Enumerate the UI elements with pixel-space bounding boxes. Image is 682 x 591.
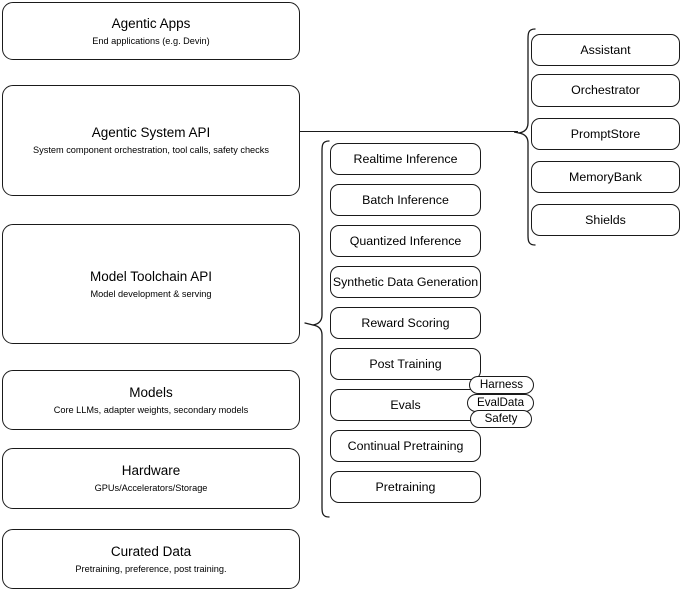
layer-title: Models xyxy=(129,384,173,400)
chip-post-training[interactable]: Post Training xyxy=(330,348,481,380)
chip-quantized-inference[interactable]: Quantized Inference xyxy=(330,225,481,257)
chip-orchestrator[interactable]: Orchestrator xyxy=(531,74,680,107)
chip-promptstore[interactable]: PromptStore xyxy=(531,118,680,150)
toolchain-brace xyxy=(304,140,330,518)
chip-shields[interactable]: Shields xyxy=(531,204,680,236)
chip-evals[interactable]: Evals xyxy=(330,389,481,421)
layer-curated-data[interactable]: Curated Data Pretraining, preference, po… xyxy=(2,529,300,589)
agentic-system-brace xyxy=(514,28,536,246)
layer-title: Curated Data xyxy=(110,543,192,559)
layer-title: Agentic System API xyxy=(91,125,211,140)
layer-agentic-system-api[interactable]: Agentic System API System component orch… xyxy=(2,85,300,196)
layer-hardware[interactable]: Hardware GPUs/Accelerators/Storage xyxy=(2,448,300,509)
chip-memorybank[interactable]: MemoryBank xyxy=(531,161,680,193)
badge-safety[interactable]: Safety xyxy=(470,410,532,428)
layer-models[interactable]: Models Core LLMs, adapter weights, secon… xyxy=(2,370,300,430)
layer-subtitle: GPUs/Accelerators/Storage xyxy=(94,483,208,493)
layer-agentic-apps[interactable]: Agentic Apps End applications (e.g. Devi… xyxy=(2,2,300,60)
layer-model-toolchain-api[interactable]: Model Toolchain API Model development & … xyxy=(2,224,300,344)
layer-title: Agentic Apps xyxy=(111,15,191,31)
connector-agentic-system-to-components xyxy=(300,131,518,133)
chip-pretraining[interactable]: Pretraining xyxy=(330,471,481,503)
chip-synthetic-data-generation[interactable]: Synthetic Data Generation xyxy=(330,266,481,298)
layer-title: Model Toolchain API xyxy=(89,268,213,284)
chip-batch-inference[interactable]: Batch Inference xyxy=(330,184,481,216)
layer-subtitle: System component orchestration, tool cal… xyxy=(33,145,269,155)
layer-subtitle: Pretraining, preference, post training. xyxy=(75,563,227,574)
layer-title: Hardware xyxy=(121,463,181,478)
badge-harness[interactable]: Harness xyxy=(469,376,534,394)
layer-subtitle: Model development & serving xyxy=(90,288,212,299)
chip-reward-scoring[interactable]: Reward Scoring xyxy=(330,307,481,339)
chip-assistant[interactable]: Assistant xyxy=(531,34,680,66)
chip-realtime-inference[interactable]: Realtime Inference xyxy=(330,143,481,175)
layer-subtitle: End applications (e.g. Devin) xyxy=(92,35,210,46)
chip-continual-pretraining[interactable]: Continual Pretraining xyxy=(330,430,481,462)
layer-subtitle: Core LLMs, adapter weights, secondary mo… xyxy=(53,404,249,415)
